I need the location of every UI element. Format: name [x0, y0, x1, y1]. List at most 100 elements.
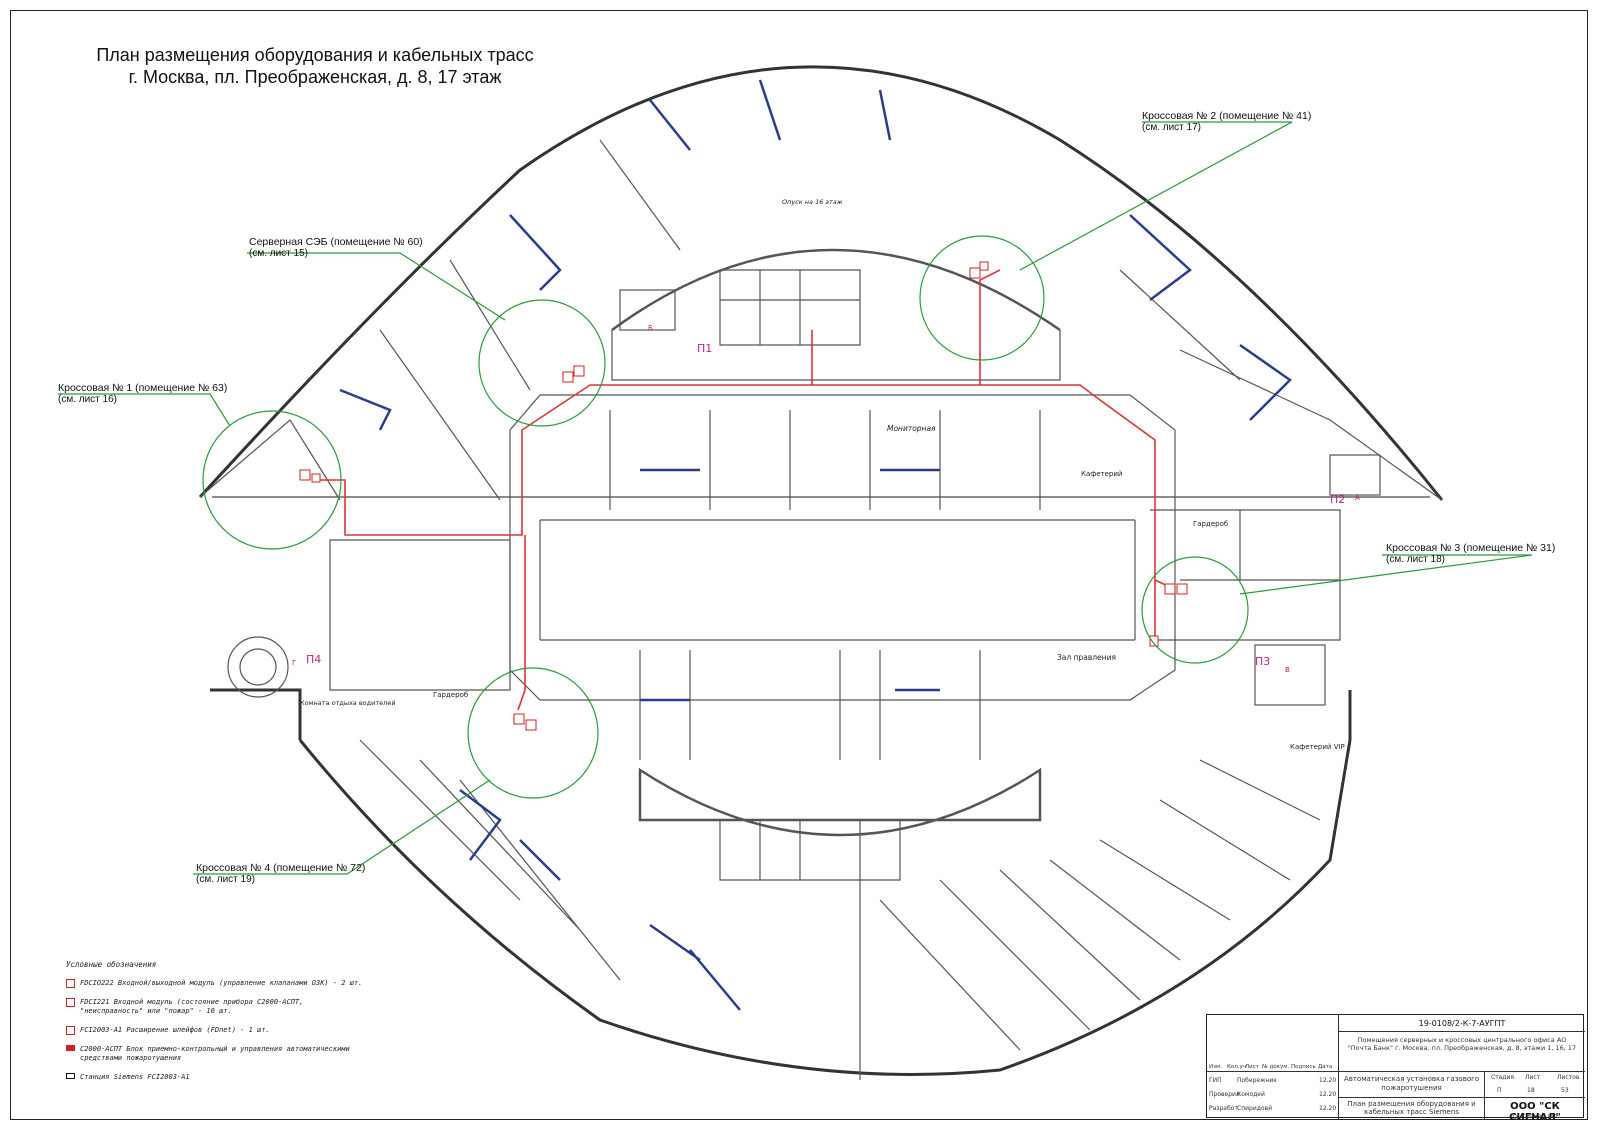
- callout-cross4-title: Кроссовая № 4 (помещение № 72): [196, 862, 366, 874]
- stair-p4: П4: [306, 653, 321, 666]
- control-unit-icon: [66, 1045, 75, 1051]
- stair-labels: П1 П2 П3 П4: [306, 342, 1345, 668]
- title-line-1: План размещения оборудования и кабельных…: [96, 45, 534, 65]
- callout-cross2: Кроссовая № 2 (помещение № 41) (см. лист…: [1142, 110, 1311, 134]
- stamp-col-izm: Изм.: [1209, 1064, 1222, 1070]
- cafeteria-label: Кафетерий: [1081, 470, 1122, 478]
- room-labels: Опуск на 16 этаж Мониторная Кафетерий Ка…: [300, 198, 1345, 751]
- callout-cross1: Кроссовая № 1 (помещение № 63) (см. лист…: [58, 382, 227, 406]
- equipment-markers: [299, 261, 1188, 731]
- callout-cross3-title: Кроссовая № 3 (помещение № 31): [1386, 542, 1556, 554]
- stamp-col-date: Дата: [1318, 1064, 1333, 1070]
- stair-letter-g: Г: [292, 659, 296, 667]
- stair-letter-b: Б: [648, 324, 653, 332]
- stair-p3: П3: [1255, 655, 1270, 668]
- stamp-name-1: Побережник: [1237, 1077, 1277, 1084]
- stamp-sheet-value: 18: [1527, 1087, 1535, 1094]
- callout-cross4-ref: (см. лист 19): [196, 874, 255, 885]
- stamp-name-3: Спиридовй: [1237, 1105, 1272, 1112]
- legend-item-station: Станция Siemens FCI2003-А1: [66, 1073, 366, 1082]
- legend-item-io-module: FDCIO222 Входной/выходной модуль (управл…: [66, 979, 366, 988]
- callout-cross4: Кроссовая № 4 (помещение № 72) (см. лист…: [196, 862, 365, 886]
- legend-item-loop-extension-text: FCI2003-А1 Расширение шлейфов (FDnet) - …: [80, 1026, 270, 1034]
- module-cross2: [969, 267, 981, 279]
- stair-p1: П1: [697, 342, 712, 355]
- circle-cross2: [919, 235, 1045, 361]
- stamp-col-list: Лист: [1245, 1064, 1259, 1070]
- stamp-col-kol: Кол.уч: [1227, 1064, 1247, 1070]
- cable-route: [312, 269, 1173, 711]
- stamp-system: Автоматическая установка газового пожаро…: [1339, 1072, 1485, 1098]
- module-cross4: [513, 713, 525, 725]
- legend-item-station-text: Станция Siemens FCI2003-А1: [80, 1073, 190, 1081]
- stamp-date-1: 12.20: [1319, 1077, 1337, 1084]
- stamp-code: 19-0108/2-К-7-АУГПТ: [1339, 1015, 1585, 1032]
- stamp-name-2: Комодей: [1237, 1091, 1265, 1098]
- blue-partitions: [339, 79, 1292, 1011]
- stamp-role-2: Проверил: [1209, 1091, 1240, 1098]
- drawing-title: План размещения оборудования и кабельных…: [80, 44, 550, 88]
- stamp-sheet-header: Лист: [1525, 1074, 1541, 1081]
- input-module-icon: [66, 998, 75, 1007]
- stamp-sheets-value: 53: [1561, 1087, 1569, 1094]
- stamp-date-2: 12.20: [1319, 1091, 1337, 1098]
- module-cross1: [299, 469, 311, 481]
- circle-cross3: [1141, 556, 1249, 664]
- legend-heading: Условные обозначения: [66, 960, 157, 969]
- stair-p2: П2: [1330, 493, 1345, 506]
- callout-cross2-title: Кроссовая № 2 (помещение № 41): [1142, 110, 1312, 122]
- title-line-2: г. Москва, пл. Преображенская, д. 8, 17 …: [128, 67, 502, 87]
- callout-cross1-title: Кроссовая № 1 (помещение № 63): [58, 382, 228, 394]
- circle-cross4: [467, 667, 599, 799]
- legend-item-control-unit: С2000-АСПТ Блок приемно-контрольный и уп…: [66, 1045, 366, 1063]
- loop-extension-icon: [66, 1026, 75, 1035]
- board-hall-label: Зал правления: [1057, 653, 1116, 662]
- callout-server-ref: (см. лист 15): [249, 248, 308, 259]
- stamp-col-doc: № докум.: [1262, 1064, 1290, 1070]
- legend-item-input-module: FDCI221 Входной модуль (состояние прибор…: [66, 998, 366, 1016]
- legend-item-input-module-text: FDCI221 Входной модуль (состояние прибор…: [80, 998, 304, 1015]
- stamp-col-sign: Подпись: [1291, 1064, 1316, 1070]
- stamp-object: Помещения серверных и кроссовых централь…: [1339, 1032, 1585, 1072]
- stair-letter-v: В: [1285, 666, 1290, 674]
- io-module-icon: [66, 979, 75, 988]
- stamp-role-1: ГИП: [1209, 1077, 1222, 1084]
- callout-cross3-ref: (см. лист 18): [1386, 554, 1445, 565]
- stair-letters: Б А В Г: [292, 324, 1360, 674]
- stamp-role-3: Разработ.: [1209, 1105, 1240, 1112]
- stamp-date-3: 12.20: [1319, 1105, 1337, 1112]
- wardrobe-right-label: Гардероб: [1193, 520, 1228, 528]
- station-icon: [66, 1073, 75, 1079]
- stamp-sheets-header: Листов: [1557, 1074, 1580, 1081]
- stamp-sheet-title: План размещения оборудования и кабельных…: [1339, 1098, 1485, 1119]
- title-block: 19-0108/2-К-7-АУГПТ Помещения серверных …: [1206, 1014, 1585, 1123]
- legend-item-loop-extension: FCI2003-А1 Расширение шлейфов (FDnet) - …: [66, 1026, 366, 1035]
- stamp-signers: [1207, 1072, 1339, 1119]
- monitoring-room-label: Мониторная: [887, 424, 936, 433]
- callout-server: Серверная СЭБ (помещение № 60) (см. лист…: [249, 236, 423, 260]
- wardrobe-left-label: Гардероб: [433, 691, 468, 699]
- drivers-room-label: Комната отдыха водителей: [300, 699, 396, 707]
- building-outline: [198, 65, 1444, 1076]
- stamp-stage-header: Стадия: [1491, 1074, 1515, 1081]
- cafeteria-vip-label: Кафетерий VIP: [1290, 743, 1345, 751]
- callout-server-title: Серверная СЭБ (помещение № 60): [249, 236, 423, 248]
- circle-cross1: [202, 410, 342, 550]
- drawing-frame: [10, 10, 1588, 1120]
- callout-cross2-ref: (см. лист 17): [1142, 122, 1201, 133]
- callout-circles: [58, 121, 1533, 875]
- stamp-site: ск-сигнал.рф: [1512, 1112, 1558, 1120]
- stamp-revision-grid: [1207, 1015, 1339, 1072]
- stamp-stage-value: П: [1497, 1087, 1502, 1094]
- module-server: [562, 371, 574, 383]
- stair-letter-a: А: [1355, 494, 1360, 502]
- stamp-stage-block: [1485, 1072, 1585, 1098]
- callout-cross1-ref: (см. лист 16): [58, 394, 117, 405]
- callout-cross3: Кроссовая № 3 (помещение № 31) (см. лист…: [1386, 542, 1555, 566]
- circle-server: [478, 299, 606, 427]
- stamp-company: ООО "СК СИГНАЛ": [1509, 1101, 1561, 1123]
- legend-item-control-unit-text: С2000-АСПТ Блок приемно-контрольный и уп…: [80, 1045, 350, 1062]
- module-cross3: [1164, 583, 1176, 595]
- legend: Условные обозначения FDCIO222 Входной/вы…: [66, 960, 366, 1092]
